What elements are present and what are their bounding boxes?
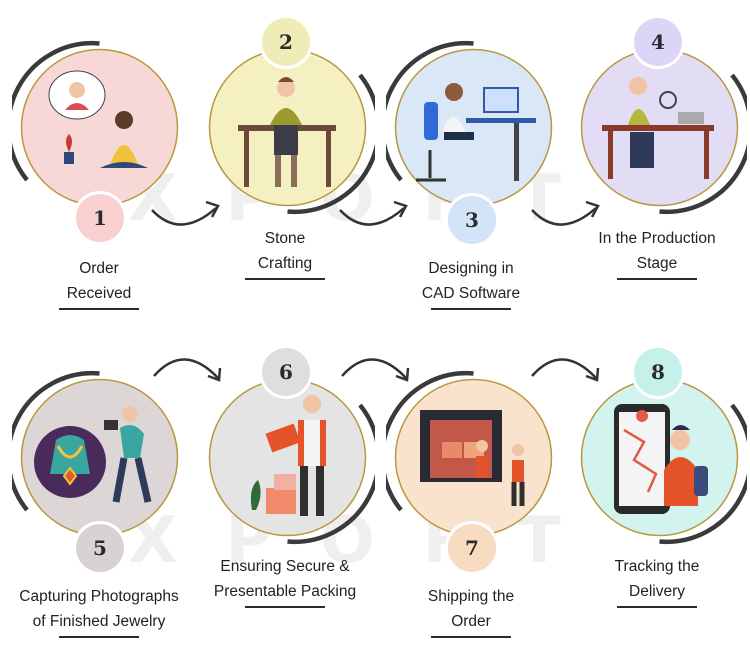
step-2-number: 2 (262, 18, 310, 66)
step-4-label-line2: Stage (636, 255, 678, 272)
step-1-label-line2: Received (66, 285, 132, 302)
arrow-6-to-7 (341, 358, 410, 382)
step-5-number: 5 (76, 524, 124, 572)
jewelry-photography-illustration (34, 406, 152, 503)
step-7-circle: 7 (386, 370, 561, 572)
shipping-illustration (420, 410, 525, 506)
packing-illustration (250, 395, 326, 516)
step-4-circle: 4 (572, 18, 747, 215)
step-6-circle: 6 (200, 348, 375, 545)
step-3-label-line2: CAD Software (421, 285, 521, 302)
step-3-underline (431, 308, 511, 310)
step-5-circle: 5 (12, 370, 187, 572)
step-7-underline (431, 636, 511, 638)
step-6-label-line2: Presentable Packing (213, 583, 357, 600)
delivery-tracking-illustration (614, 404, 708, 514)
step-4-label: In the Production Stage (562, 226, 750, 280)
step-2-underline (245, 278, 325, 280)
arrow-7-to-8 (531, 358, 600, 382)
step-2-label: Stone Crafting (190, 226, 380, 280)
step-4-label-line1: In the Production (598, 230, 716, 247)
step-1-label: Order Received (4, 256, 194, 310)
step-6-label-line1: Ensuring Secure & (220, 558, 350, 575)
arrow-5-to-6 (153, 358, 222, 382)
step-8-underline (617, 606, 697, 608)
step-6-label: Ensuring Secure & Presentable Packing (190, 554, 380, 608)
stone-crafting-illustration (238, 77, 336, 187)
step-7-number: 7 (448, 524, 496, 572)
step-5-label-line2: of Finished Jewelry (32, 613, 166, 630)
step-8-label: Tracking the Delivery (562, 554, 750, 608)
step-8-circle: 8 (572, 348, 747, 545)
production-stage-illustration (602, 77, 714, 179)
step-1-circle: 1 (12, 40, 187, 242)
step-1-underline (59, 308, 139, 310)
step-2-label-line1: Stone (264, 230, 306, 247)
step-3-label: Designing in CAD Software (376, 256, 566, 310)
step-5-label-line1: Capturing Photographs (19, 588, 179, 605)
step-4-number: 4 (634, 18, 682, 66)
step-4-underline (617, 278, 697, 280)
arrow-1-to-2 (151, 200, 220, 226)
step-7-label-line2: Order (451, 613, 491, 630)
cad-design-illustration (416, 83, 536, 182)
step-3-label-line1: Designing in (428, 260, 514, 277)
step-1-label-line1: Order (79, 260, 119, 277)
step-2-label-line2: Crafting (257, 255, 313, 272)
step-2-circle: 2 (200, 18, 375, 215)
step-7-label: Shipping the Order (376, 584, 566, 638)
arrow-3-to-4 (531, 200, 600, 226)
step-6-underline (245, 606, 325, 608)
step-8-label-line1: Tracking the (614, 558, 700, 575)
step-3-number: 3 (448, 196, 496, 244)
step-8-number: 8 (634, 348, 682, 396)
step-8-label-line2: Delivery (629, 583, 685, 600)
arrow-2-to-3 (339, 200, 408, 226)
step-3-circle: 3 (386, 40, 561, 244)
order-received-illustration (48, 70, 148, 168)
step-7-label-line1: Shipping the (427, 588, 515, 605)
step-5-label: Capturing Photographs of Finished Jewelr… (4, 584, 194, 638)
step-6-number: 6 (262, 348, 310, 396)
step-1-number: 1 (76, 194, 124, 242)
step-5-underline (59, 636, 139, 638)
